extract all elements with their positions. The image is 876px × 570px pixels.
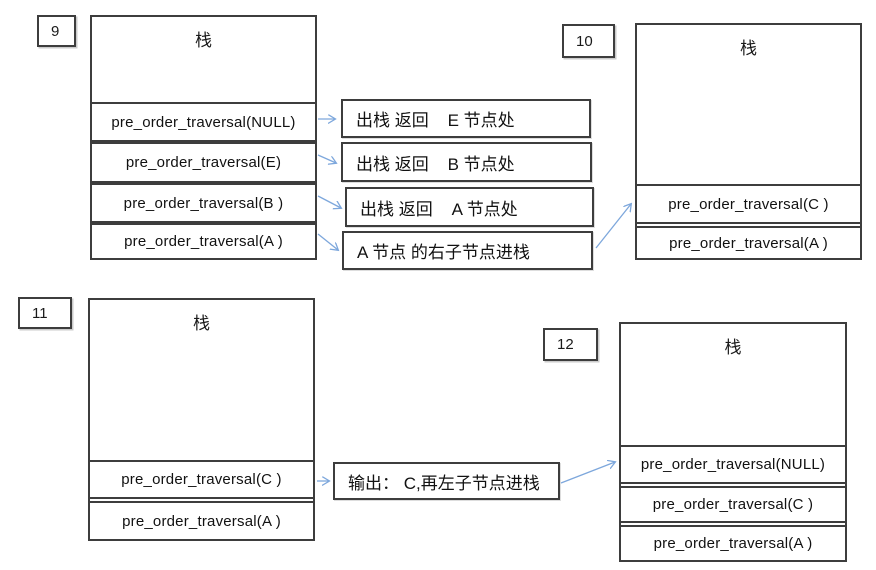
- stack-box-10: 栈 pre_order_traversal(C ) pre_order_trav…: [635, 23, 862, 260]
- stack-box-12: 栈 pre_order_traversal(NULL) pre_order_tr…: [619, 322, 847, 562]
- stack-9-cell-e: pre_order_traversal(E): [90, 142, 317, 183]
- stack-11-cell-a: pre_order_traversal(A ): [88, 501, 315, 541]
- annotation-output-c: 输出： C,再左子节点进栈: [333, 462, 560, 500]
- step-label-11: 11: [18, 297, 72, 329]
- stack-12-cell-a: pre_order_traversal(A ): [619, 525, 847, 562]
- arrow-output-to-stack12: [560, 462, 615, 484]
- stack-9-cell-b: pre_order_traversal(B ): [90, 183, 317, 223]
- stack-12-cell-null: pre_order_traversal(NULL): [619, 445, 847, 484]
- step-label-9: 9: [37, 15, 76, 47]
- stack-title-11: 栈: [193, 314, 210, 333]
- arrow-b-to-pop-a: [317, 195, 341, 208]
- step-label-12: 12: [543, 328, 598, 361]
- stack-title-9: 栈: [195, 31, 212, 50]
- stack-9-cell-null: pre_order_traversal(NULL): [90, 102, 317, 142]
- annotation-pop-b: 出栈 返回 B 节点处: [341, 142, 592, 182]
- step-label-10: 10: [562, 24, 615, 58]
- stack-title-12: 栈: [724, 338, 742, 357]
- annotation-push-right-child: A 节点 的右子节点进栈: [342, 231, 593, 270]
- stack-title-10: 栈: [740, 39, 757, 58]
- arrow-push-right-to-stack10: [595, 204, 631, 249]
- stack-11-cell-c: pre_order_traversal(C ): [88, 460, 315, 499]
- arrow-a-to-push-right: [317, 233, 338, 250]
- annotation-pop-a: 出栈 返回 A 节点处: [345, 187, 594, 227]
- stack-10-cell-a: pre_order_traversal(A ): [635, 226, 862, 260]
- stack-10-cell-c: pre_order_traversal(C ): [635, 184, 862, 224]
- stack-12-cell-c: pre_order_traversal(C ): [619, 486, 847, 523]
- stack-box-9: 栈 pre_order_traversal(NULL) pre_order_tr…: [90, 15, 317, 260]
- stack-9-cell-a: pre_order_traversal(A ): [90, 223, 317, 260]
- annotation-pop-e: 出栈 返回 E 节点处: [341, 99, 591, 138]
- stack-box-11: 栈 pre_order_traversal(C ) pre_order_trav…: [88, 298, 315, 541]
- arrow-e-to-pop-b: [317, 154, 336, 163]
